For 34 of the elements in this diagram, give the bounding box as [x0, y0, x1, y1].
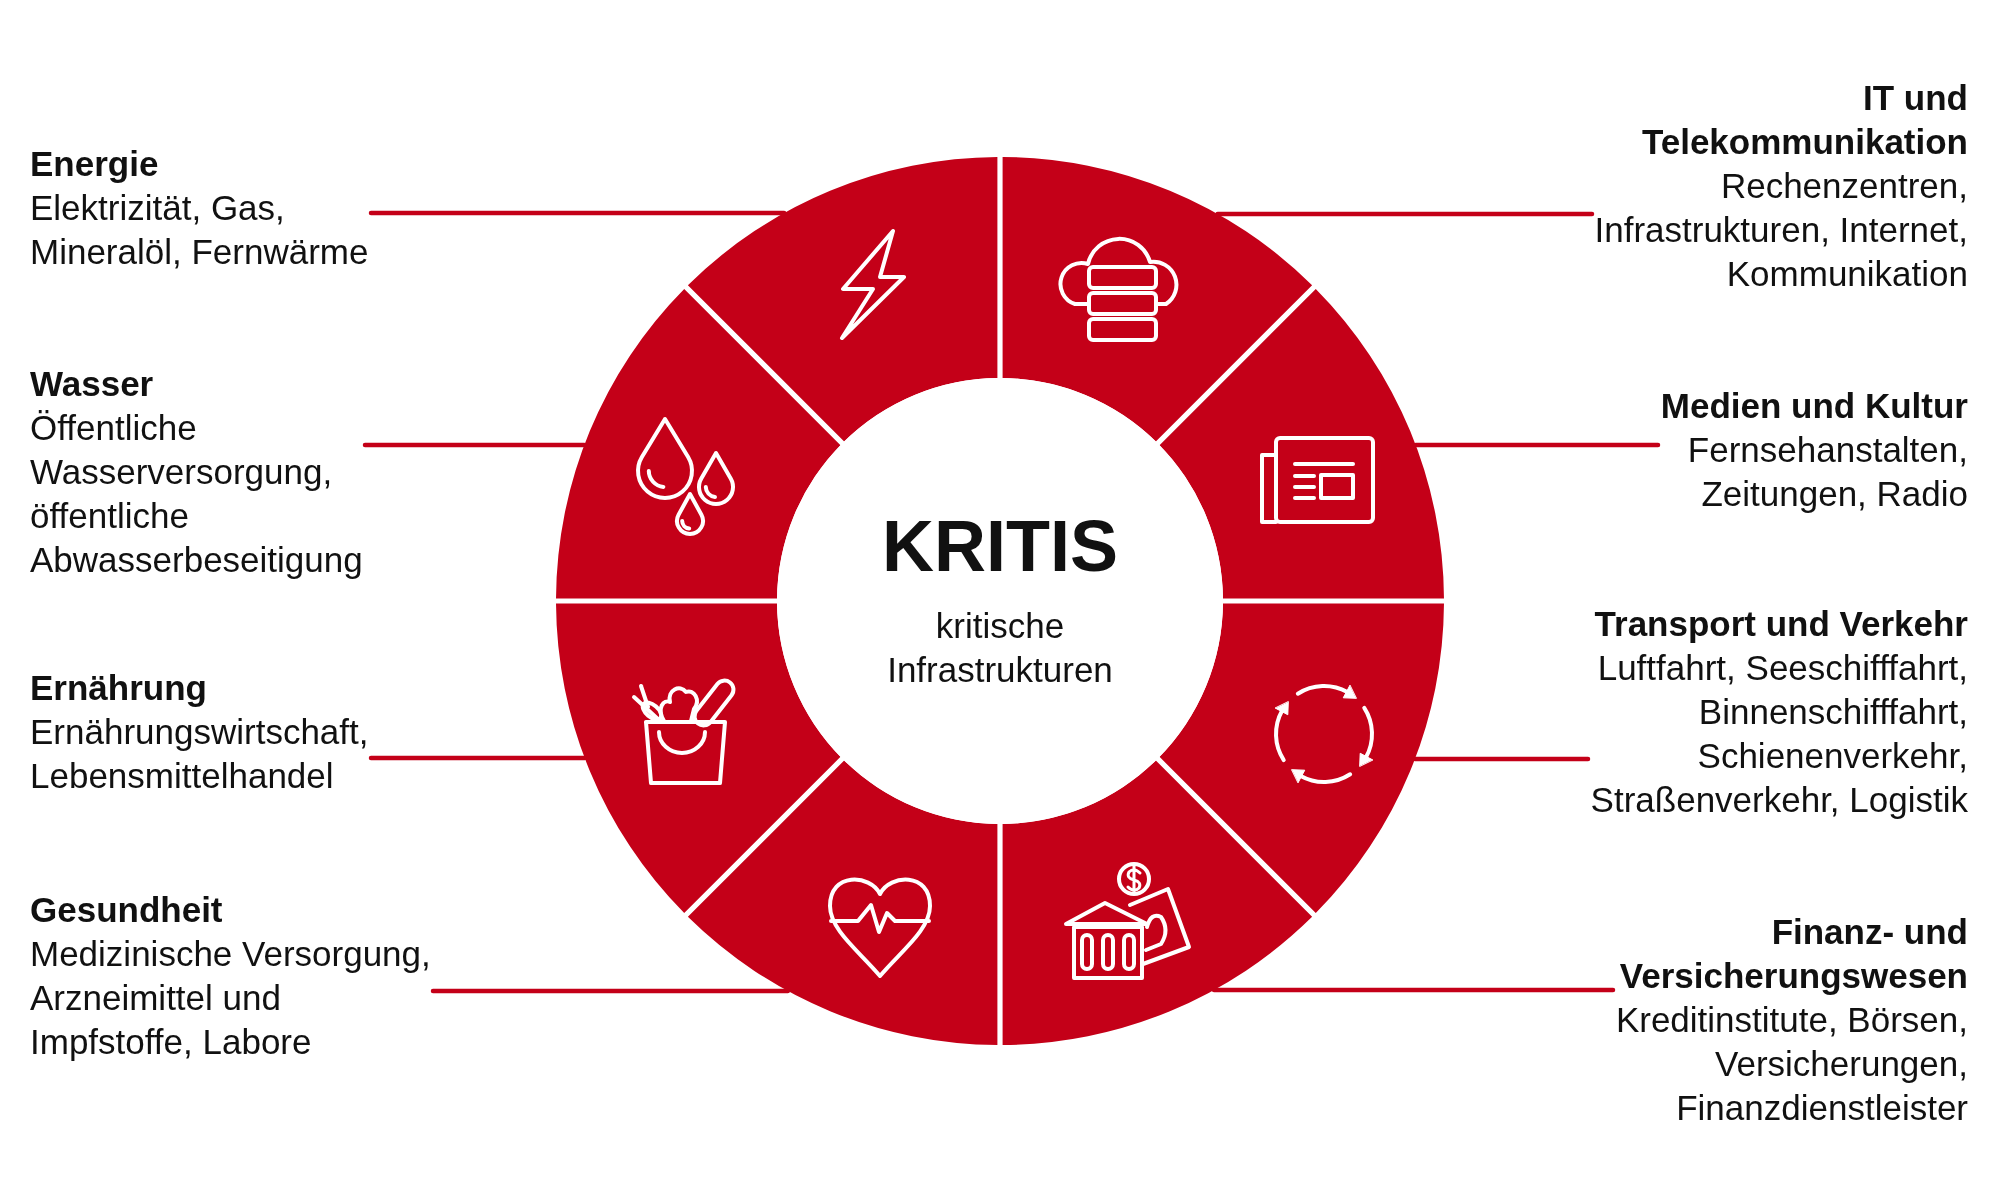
sector-description: Luftfahrt, Seeschifffahrt, Binnenschifffahrt, Schienenverkehr, Straßenverkehr, Logistik	[1589, 647, 1968, 821]
center-title: KRITIS	[881, 506, 1119, 586]
sector-description: Fernsehanstalten, Zeitungen, Radio	[1686, 429, 1968, 515]
ring-segment	[556, 603, 841, 914]
sector-heading: IT und Telekommunikation	[1640, 77, 1968, 163]
leader-line	[430, 988, 791, 994]
sector-heading: Medien und Kultur	[1659, 385, 1968, 427]
leader-line	[1413, 442, 1661, 448]
leader-line	[368, 755, 587, 761]
sector-heading: Transport und Verkehr	[1593, 603, 1968, 645]
sector-description: Ernährungswirtschaft, Lebensmittelhandel	[30, 711, 370, 797]
sector-heading: Wasser	[30, 363, 155, 405]
ring-segment	[1159, 288, 1444, 599]
ring-segment	[687, 157, 998, 442]
ring-segment	[556, 288, 841, 599]
leader-line	[362, 442, 587, 448]
sector-heading: Finanz- und Versicherungswesen	[1618, 911, 1968, 997]
sector-description: Medizinische Versorgung, Arzneimittel und Impfstoffe, Labore	[30, 933, 432, 1063]
leader-line	[1211, 987, 1616, 993]
ring-segment	[1159, 603, 1444, 914]
sector-heading: Energie	[30, 143, 160, 185]
sector-description: Öffentliche Wasserversorgung, öffentliche Abwasserbeseitigung	[30, 407, 364, 581]
sector-heading: Ernährung	[30, 667, 208, 709]
sector-heading: Gesundheit	[30, 889, 224, 931]
leader-line	[1215, 211, 1595, 217]
sector-description: Elektrizität, Gas, Mineralöl, Fernwärme	[30, 187, 370, 273]
ring-segment	[1002, 760, 1313, 1045]
leader-line	[1412, 756, 1591, 762]
sector-description: Kreditinstitute, Börsen, Versicherungen, Finanzdienstleister	[1614, 999, 1968, 1129]
sector-description: Rechenzentren, Infrastrukturen, Internet, Kommunikation	[1593, 165, 1968, 295]
center-subtitle: kritische Infrastrukturen	[886, 605, 1114, 691]
ring-segment	[687, 760, 998, 1045]
leader-line	[368, 210, 787, 216]
ring-segment	[1002, 157, 1313, 442]
